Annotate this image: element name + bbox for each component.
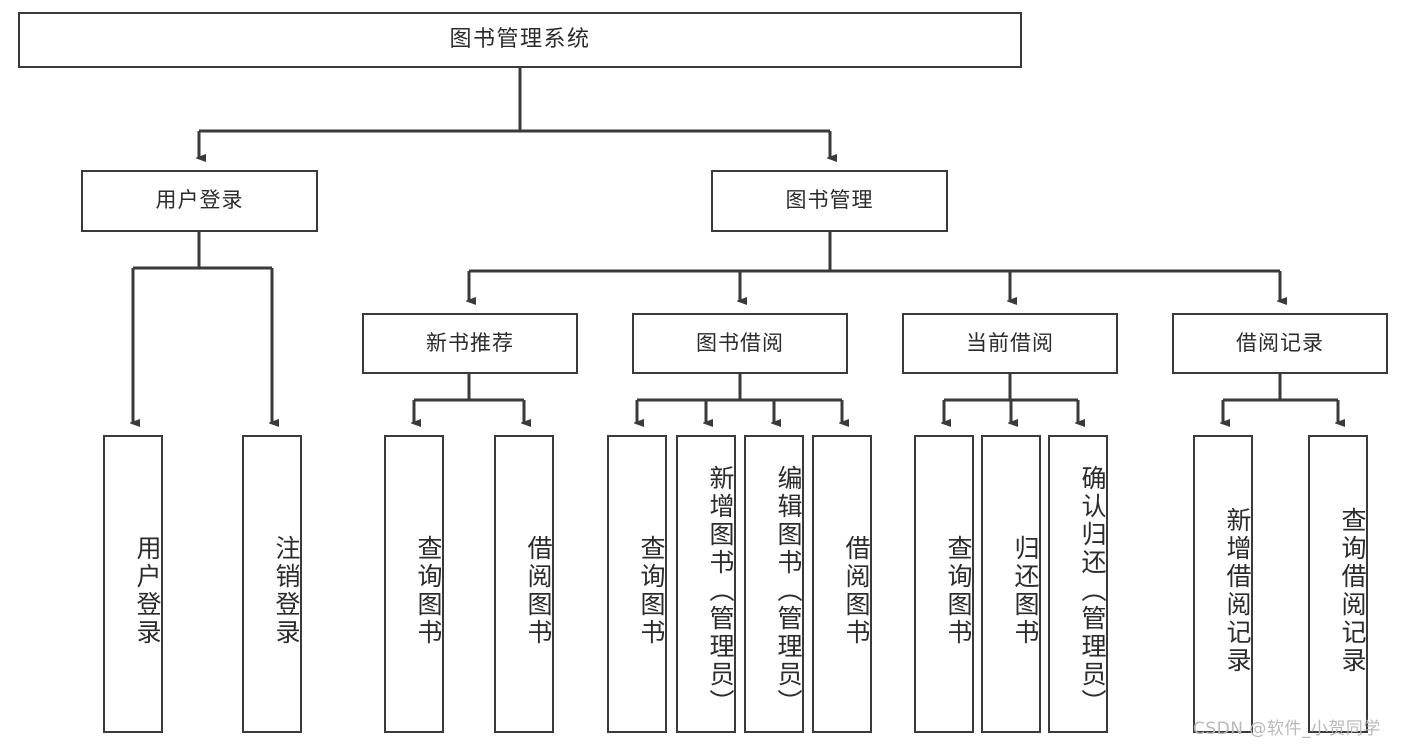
node-leaf-add-book[interactable]: 新增图书（管理员） — [676, 435, 736, 733]
node-leaf-confirm-return[interactable]: 确认归还（管理员） — [1048, 435, 1108, 733]
node-label: 图书管理 — [785, 188, 874, 213]
node-leaf-query-book-new-book[interactable]: 查询图书 — [384, 435, 444, 733]
node-label: 借阅记录 — [1236, 330, 1324, 355]
node-label: 查询图书 — [637, 535, 666, 647]
node-label: 注销登录 — [272, 535, 301, 647]
csdn-watermark: CSDN @软件_小贺同学 — [1193, 719, 1381, 739]
node-leaf-query-borrow-record[interactable]: 查询借阅记录 — [1308, 435, 1368, 733]
node-label: 新增图书（管理员） — [706, 465, 735, 717]
node-label: 借阅图书 — [524, 535, 553, 647]
node-label: 用户登录 — [133, 535, 162, 647]
node-leaf-borrow-book-new-book[interactable]: 借阅图书 — [494, 435, 554, 733]
node-leaf-return-book[interactable]: 归还图书 — [981, 435, 1041, 733]
node-label: 新书推荐 — [426, 330, 514, 355]
node-root-book-management-system[interactable]: 图书管理系统 — [18, 12, 1022, 68]
node-label: 新增借阅记录 — [1223, 507, 1252, 675]
node-leaf-add-borrow-record[interactable]: 新增借阅记录 — [1193, 435, 1253, 733]
node-leaf-query-book-current[interactable]: 查询图书 — [914, 435, 974, 733]
node-current-borrow[interactable]: 当前借阅 — [902, 313, 1118, 374]
node-label: 确认归还（管理员） — [1078, 465, 1107, 717]
node-label: 图书管理系统 — [449, 26, 591, 52]
node-label: 借阅图书 — [842, 535, 871, 647]
node-label: 编辑图书（管理员） — [774, 465, 803, 717]
node-book-management[interactable]: 图书管理 — [711, 170, 948, 232]
node-user-login[interactable]: 用户登录 — [81, 170, 318, 232]
node-label: 归还图书 — [1011, 535, 1040, 647]
node-label: 查询图书 — [414, 535, 443, 647]
node-borrow-record[interactable]: 借阅记录 — [1172, 313, 1388, 374]
node-leaf-edit-book[interactable]: 编辑图书（管理员） — [744, 435, 804, 733]
node-label: 图书借阅 — [696, 330, 784, 355]
node-book-borrow[interactable]: 图书借阅 — [632, 313, 848, 374]
node-label: 查询借阅记录 — [1338, 507, 1367, 675]
node-leaf-borrow-book[interactable]: 借阅图书 — [812, 435, 872, 733]
node-label: 查询图书 — [944, 535, 973, 647]
node-new-book-recommend[interactable]: 新书推荐 — [362, 313, 578, 374]
node-leaf-logout[interactable]: 注销登录 — [242, 435, 302, 733]
node-leaf-query-book-borrow[interactable]: 查询图书 — [607, 435, 667, 733]
node-leaf-user-login[interactable]: 用户登录 — [103, 435, 163, 733]
node-label: 用户登录 — [155, 188, 244, 213]
node-label: 当前借阅 — [966, 330, 1054, 355]
